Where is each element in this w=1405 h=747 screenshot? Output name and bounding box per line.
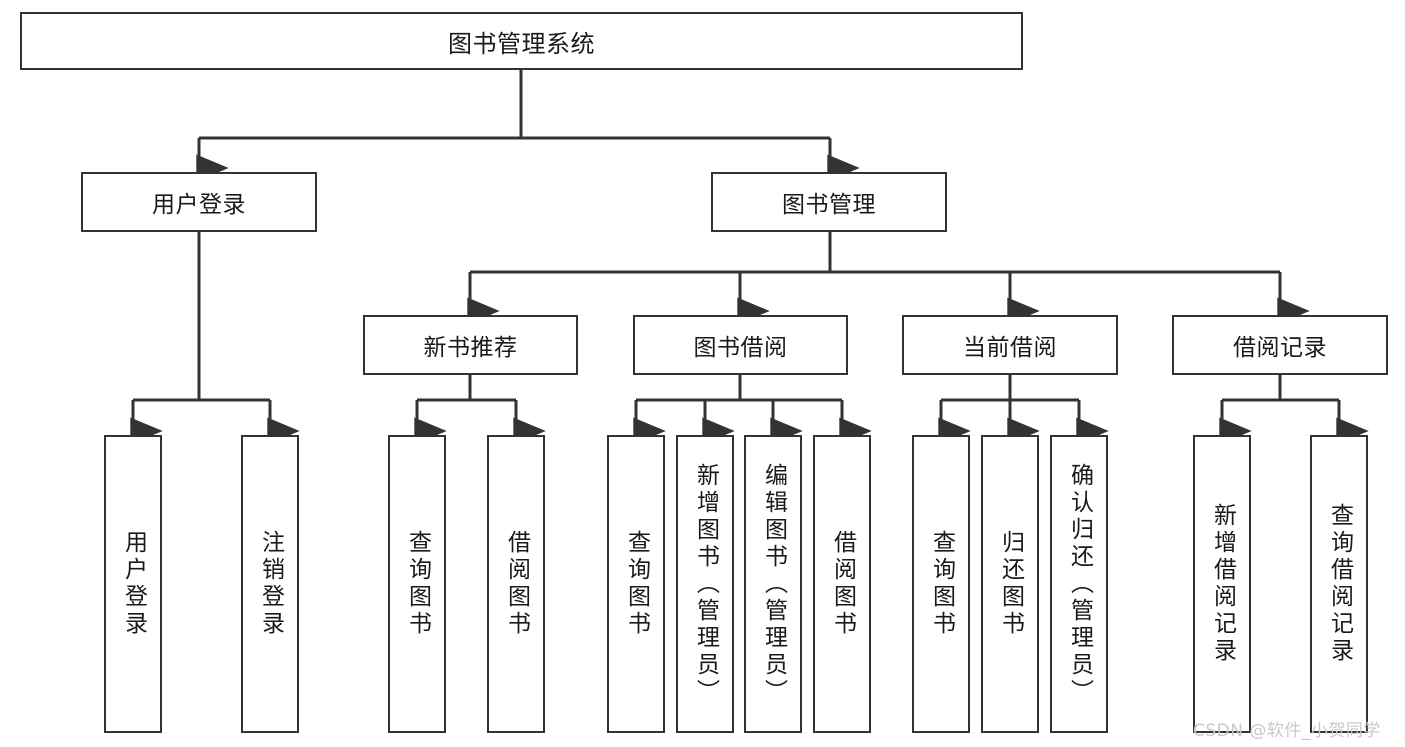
leaf-label: 新增借阅记录 (1209, 503, 1236, 665)
node-current-borrow[interactable]: 当前借阅 (902, 315, 1118, 375)
node-borrow-record[interactable]: 借阅记录 (1172, 315, 1388, 375)
leaf-label: 查询图书 (404, 530, 431, 638)
node-book-borrow[interactable]: 图书借阅 (633, 315, 848, 375)
leaf-newbook-query-books[interactable]: 查询图书 (388, 435, 446, 733)
leaf-label: 查询图书 (928, 530, 955, 638)
node-root-system[interactable]: 图书管理系统 (20, 12, 1023, 70)
leaf-label: 新增图书（管理员） (692, 462, 719, 706)
leaf-bookborrow-query-books[interactable]: 查询图书 (607, 435, 665, 733)
leaf-label: 借阅图书 (829, 530, 856, 638)
leaf-borrowrecord-add-record[interactable]: 新增借阅记录 (1193, 435, 1251, 733)
leaf-borrowrecord-query-record[interactable]: 查询借阅记录 (1310, 435, 1368, 733)
leaf-user-login-signout[interactable]: 注销登录 (241, 435, 299, 733)
leaf-currentborrow-confirm-return-admin[interactable]: 确认归还（管理员） (1050, 435, 1108, 733)
leaf-user-login-signin[interactable]: 用户登录 (104, 435, 162, 733)
node-book-management[interactable]: 图书管理 (711, 172, 947, 232)
csdn-watermark: CSDN @软件_小贺同学 (1193, 721, 1381, 741)
leaf-bookborrow-add-book-admin[interactable]: 新增图书（管理员） (676, 435, 734, 733)
leaf-label: 借阅图书 (503, 530, 530, 638)
leaf-label: 注销登录 (257, 530, 284, 638)
leaf-label: 查询图书 (623, 530, 650, 638)
leaf-bookborrow-edit-book-admin[interactable]: 编辑图书（管理员） (744, 435, 802, 733)
node-new-book-recommend[interactable]: 新书推荐 (363, 315, 578, 375)
node-user-login[interactable]: 用户登录 (81, 172, 317, 232)
leaf-label: 查询借阅记录 (1326, 503, 1353, 665)
leaf-currentborrow-return-books[interactable]: 归还图书 (981, 435, 1039, 733)
leaf-label: 确认归还（管理员） (1066, 462, 1093, 706)
leaf-newbook-borrow-books[interactable]: 借阅图书 (487, 435, 545, 733)
leaf-label: 编辑图书（管理员） (760, 462, 787, 706)
leaf-label: 用户登录 (120, 530, 147, 638)
leaf-bookborrow-borrow-books[interactable]: 借阅图书 (813, 435, 871, 733)
leaf-label: 归还图书 (997, 530, 1024, 638)
leaf-currentborrow-query-books[interactable]: 查询图书 (912, 435, 970, 733)
